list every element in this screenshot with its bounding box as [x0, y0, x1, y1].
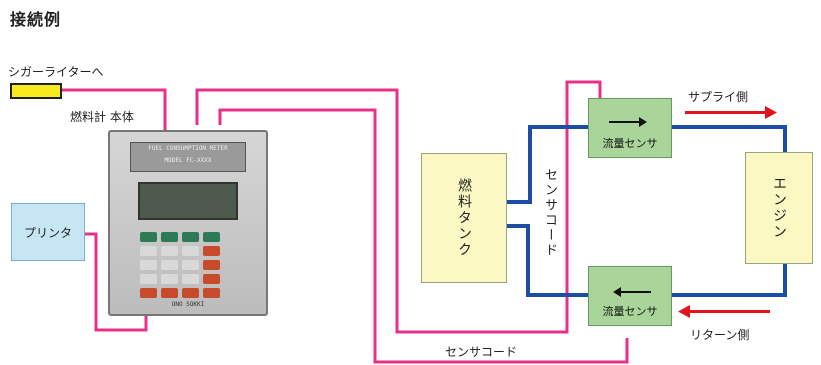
cord-to-bottom-sensor: [218, 108, 629, 364]
meter-body-label: 燃料計 本体: [70, 110, 134, 124]
flow-direction-right-icon: [609, 117, 647, 127]
engine-box: エンジン: [745, 152, 813, 264]
supply-line-engine: [670, 125, 787, 152]
return-arrow-shaft: [690, 310, 770, 313]
fuel-lines: [505, 125, 787, 297]
device-brand: ONO SOKKI: [171, 301, 205, 308]
key: [161, 232, 178, 242]
printer-label: プリンタ: [23, 225, 72, 240]
flow-sensor-supply-label: 流量センサ: [602, 137, 658, 150]
flow-direction-left-icon: [613, 287, 651, 297]
return-line-tank: [505, 224, 588, 297]
key: [203, 274, 220, 284]
return-arrow-head: [678, 305, 690, 318]
return-line-engine: [670, 262, 787, 297]
fuel-meter-device: FUEL CONSUMPTION METER MODEL FC-XXXX ONO…: [108, 130, 268, 316]
fuel-tank-box: 燃料タンク: [421, 153, 507, 283]
key: [140, 246, 157, 256]
flow-sensor-return-label: 流量センサ: [602, 305, 658, 318]
key: [203, 246, 220, 256]
sensor-cord-vertical-label: センサコード: [542, 168, 557, 258]
lighter-cord: [60, 88, 167, 140]
flow-sensor-return: 流量センサ: [588, 266, 672, 326]
cigarette-lighter-label: シガーライターへ: [8, 65, 104, 79]
sensor-cord-bottom-label: センサコード: [445, 345, 518, 359]
key: [203, 288, 220, 298]
key: [203, 260, 220, 270]
key: [182, 246, 199, 256]
key: [161, 288, 178, 298]
key: [182, 288, 199, 298]
sensor-cords: [60, 80, 629, 364]
key: [161, 260, 178, 270]
key: [140, 288, 157, 298]
key: [161, 246, 178, 256]
device-header: FUEL CONSUMPTION METER MODEL FC-XXXX: [130, 142, 246, 172]
supply-line-tank: [505, 125, 588, 204]
printer-box: プリンタ: [11, 203, 85, 261]
key: [182, 232, 199, 242]
supply-arrow-shaft: [685, 111, 765, 114]
key: [203, 232, 220, 242]
key: [140, 260, 157, 270]
key: [140, 232, 157, 242]
device-header-line1: FUEL CONSUMPTION METER: [148, 145, 228, 152]
supply-side-label: サプライ側: [688, 90, 749, 104]
printer-cord: [84, 232, 148, 332]
return-side-label: リターン側: [690, 328, 750, 342]
supply-arrow-head: [765, 106, 777, 119]
cigarette-lighter-plug: [10, 83, 62, 99]
device-header-line2: MODEL FC-XXXX: [164, 157, 212, 164]
key: [182, 260, 199, 270]
key: [161, 274, 178, 284]
cord-to-top-sensor: [195, 80, 602, 334]
device-lcd-display: [138, 182, 238, 220]
key: [140, 274, 157, 284]
flow-sensor-supply: 流量センサ: [588, 98, 672, 158]
flow-arrows: [678, 106, 777, 318]
key: [182, 274, 199, 284]
engine-label: エンジン: [771, 176, 787, 240]
fuel-tank-label: 燃料タンク: [456, 178, 472, 258]
device-keypad: [140, 232, 220, 298]
page-title: 接続例: [10, 10, 62, 29]
